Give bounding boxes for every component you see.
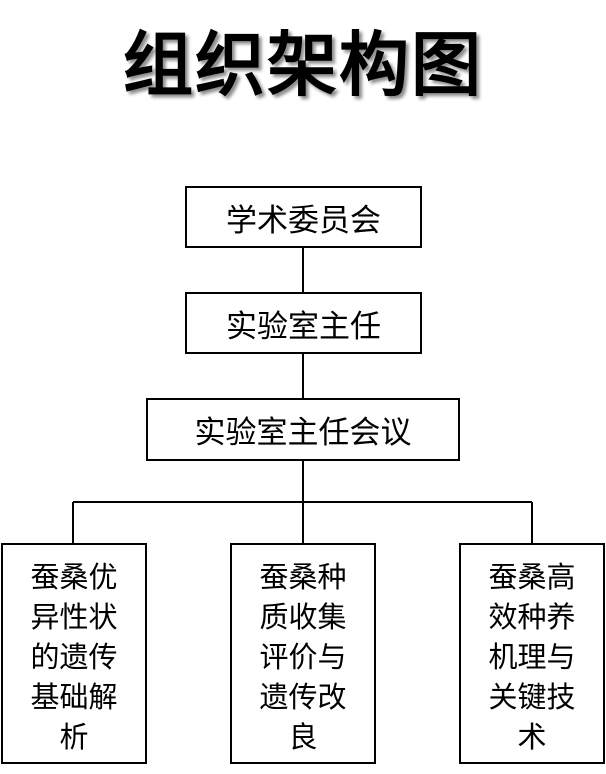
node-label: 实验室主任 [226,308,381,345]
node-label: 蚕桑高效种养机理与关键技术 [488,560,576,754]
page-title: 组织架构图 [123,24,483,106]
node-director: 实验室主任 [185,292,422,354]
node-director-meeting: 实验室主任会议 [146,398,460,461]
node-label: 蚕桑种质收集评价与遗传改良 [259,560,347,754]
node-label: 实验室主任会议 [194,415,412,451]
node-branch-2: 蚕桑种质收集评价与遗传改良 [230,543,376,764]
node-label: 学术委员会 [226,202,381,239]
node-label: 蚕桑优异性状的遗传基础解析 [30,560,118,754]
node-branch-1: 蚕桑优异性状的遗传基础解析 [1,543,147,764]
node-branch-3: 蚕桑高效种养机理与关键技术 [459,543,605,764]
node-committee: 学术委员会 [185,186,422,248]
